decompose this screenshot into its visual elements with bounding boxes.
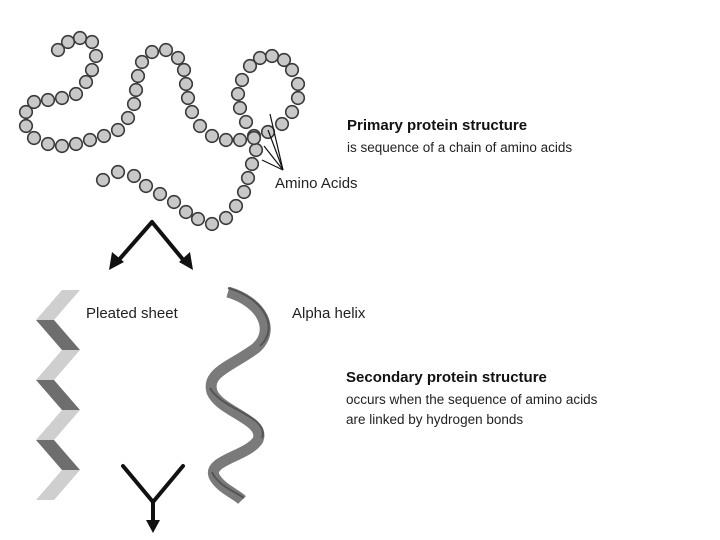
amino-acid-bead [56, 140, 69, 153]
amino-acid-bead [254, 52, 267, 65]
amino-acid-bead [234, 134, 247, 147]
amino-acid-bead [74, 32, 87, 45]
amino-acid-bead [136, 56, 149, 69]
amino-acid-bead [192, 213, 205, 226]
amino-acids-label: Amino Acids [275, 175, 358, 192]
amino-acid-bead [130, 84, 143, 97]
pleated-sheet-segment [36, 410, 80, 440]
amino-acid-bead [90, 50, 103, 63]
amino-acid-bead [86, 64, 99, 77]
amino-acid-bead [154, 188, 167, 201]
amino-acid-bead [160, 44, 173, 57]
amino-acid-bead [80, 76, 93, 89]
pleated-sheet-segment [36, 350, 80, 380]
amino-acid-bead [52, 44, 65, 57]
amino-acid-bead [128, 170, 141, 183]
amino-acid-bead [248, 132, 261, 145]
pleated-sheet-segment [36, 440, 80, 470]
amino-acid-bead [168, 196, 181, 209]
amino-acid-bead [250, 144, 263, 157]
amino-acid-bead [236, 74, 249, 87]
alpha-helix-ribbon [211, 292, 265, 500]
amino-acid-bead [246, 158, 259, 171]
amino-acid-bead [178, 64, 191, 77]
amino-acid-bead [112, 166, 125, 179]
amino-acid-bead [42, 94, 55, 107]
amino-acid-bead [70, 138, 83, 151]
amino-acid-bead [240, 116, 253, 129]
secondary-structure-heading: Secondary protein structure [346, 369, 547, 386]
amino-acid-bead [276, 118, 289, 131]
secondary-structure-description-line2: are linked by hydrogen bonds [346, 410, 523, 430]
amino-acid-bead [238, 186, 251, 199]
pleated-sheet-shape [36, 290, 80, 500]
amino-acid-bead [146, 46, 159, 59]
amino-acid-bead [84, 134, 97, 147]
primary-structure-heading: Primary protein structure [347, 117, 527, 134]
amino-acid-bead [242, 172, 255, 185]
amino-acid-bead [172, 52, 185, 65]
pleated-sheet-segment [36, 380, 80, 410]
amino-acid-bead [262, 126, 275, 139]
amino-acid-bead [20, 120, 33, 133]
alpha-helix-label: Alpha helix [292, 305, 365, 322]
amino-acid-bead [286, 64, 299, 77]
amino-acid-bead [98, 130, 111, 143]
amino-acid-bead [292, 78, 305, 91]
amino-acid-bead [182, 92, 195, 105]
primary-structure-description: is sequence of a chain of amino acids [347, 138, 572, 158]
merge-arrow [123, 466, 183, 524]
amino-acid-bead [132, 70, 145, 83]
amino-acid-bead [42, 138, 55, 151]
amino-acid-bead [180, 206, 193, 219]
amino-acid-bead [194, 120, 207, 133]
amino-acid-bead [286, 106, 299, 119]
amino-acid-bead [234, 102, 247, 115]
amino-acid-bead [70, 88, 83, 101]
secondary-structure-description-line1: occurs when the sequence of amino acids [346, 390, 597, 410]
amino-acid-bead [206, 130, 219, 143]
amino-acid-bead [232, 88, 245, 101]
pleated-sheet-segment [36, 290, 80, 320]
amino-acid-bead [292, 92, 305, 105]
amino-acid-bead [186, 106, 199, 119]
amino-acid-bead [230, 200, 243, 213]
merge-arrow-head [146, 520, 160, 533]
amino-acid-bead [180, 78, 193, 91]
amino-acid-bead [140, 180, 153, 193]
amino-acid-chain [20, 32, 305, 231]
amino-acid-bead [28, 132, 41, 145]
amino-acid-bead [220, 212, 233, 225]
amino-acid-bead [112, 124, 125, 137]
amino-acid-bead [28, 96, 41, 109]
amino-acid-bead [56, 92, 69, 105]
amino-acid-bead [206, 218, 219, 231]
amino-acid-bead [220, 134, 233, 147]
amino-acid-bead [266, 50, 279, 63]
pleated-sheet-segment [36, 470, 80, 500]
amino-acid-bead [86, 36, 99, 49]
amino-acid-bead [128, 98, 141, 111]
split-arrow [117, 222, 185, 262]
amino-acid-bead [97, 174, 110, 187]
amino-acid-bead [122, 112, 135, 125]
pleated-sheet-label: Pleated sheet [86, 305, 178, 322]
pleated-sheet-segment [36, 320, 80, 350]
